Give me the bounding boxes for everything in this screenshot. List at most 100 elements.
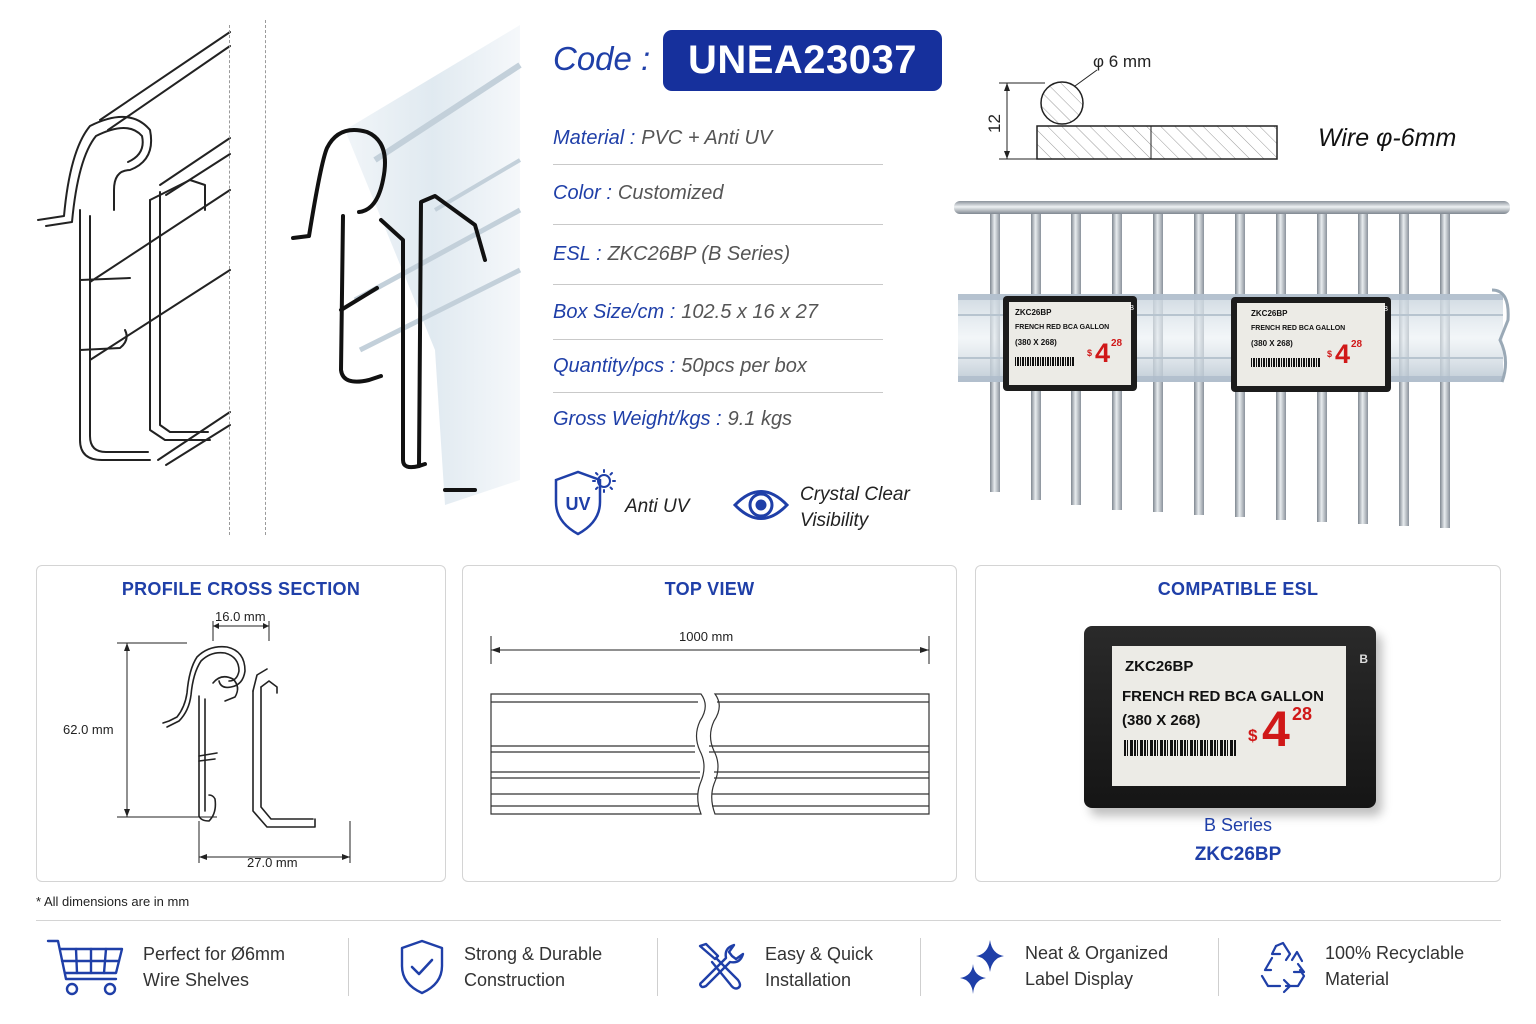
spec-divider xyxy=(553,392,883,393)
esl-product: FRENCH RED BCA GALLON xyxy=(1251,325,1346,332)
spec-value: 50pcs per box xyxy=(681,355,807,377)
spec-key: Material : xyxy=(553,127,636,149)
profile-axis-line xyxy=(265,20,266,535)
esl-model: ZKC26BP xyxy=(1125,658,1194,675)
spec-key: Box Size/cm : xyxy=(553,301,676,323)
esl-series: B xyxy=(1359,652,1368,666)
length-label: 1000 mm xyxy=(679,629,734,644)
top-view-panel: TOP VIEW 1000 mm xyxy=(462,565,957,882)
benefit-line1: Neat & Organized xyxy=(1025,943,1169,963)
spec-value: 102.5 x 16 x 27 xyxy=(681,301,819,323)
feature-clear-line1: Crystal Clear xyxy=(800,484,910,505)
esl-screen: ZKC26BP B FRENCH RED BCA GALLON (380 X 2… xyxy=(1112,646,1368,786)
uv-shield-icon: UV xyxy=(554,469,616,536)
spec-key: ESL : xyxy=(553,243,602,265)
benefit-line2: Wire Shelves xyxy=(143,970,250,990)
spec-divider xyxy=(553,284,883,285)
spec-divider xyxy=(553,164,883,165)
wire-diameter-label: φ 6 mm xyxy=(1093,52,1152,71)
benefit-label-display: Neat & Organized Label Display xyxy=(1025,940,1168,992)
feature-anti-uv-label: Anti UV xyxy=(625,496,690,517)
feature-clear-line2: Visibility xyxy=(800,510,869,531)
benefit-installation: Easy & Quick Installation xyxy=(765,941,873,993)
divider xyxy=(36,920,1501,921)
profile-cross-section-panel: PROFILE CROSS SECTION 16.0 xyxy=(36,565,446,882)
panel-title: TOP VIEW xyxy=(664,579,755,599)
esl-size: (380 X 268) xyxy=(1122,712,1201,729)
spec-gross-weight: Gross Weight/kgs :9.1 kgs xyxy=(553,408,883,431)
width-top-label: 16.0 mm xyxy=(215,609,266,624)
benefit-separator xyxy=(1218,938,1219,996)
esl-device: ZKC26BP B FRENCH RED BCA GALLON (380 X 2… xyxy=(1084,626,1376,808)
esl-price-dec: 28 xyxy=(1111,338,1123,349)
barcode-icon xyxy=(1015,357,1075,366)
barcode-icon xyxy=(1251,358,1321,367)
esl-currency: $ xyxy=(1087,348,1093,358)
benefit-line1: Easy & Quick xyxy=(765,944,874,964)
benefit-line1: 100% Recyclable xyxy=(1325,943,1465,963)
esl-currency: $ xyxy=(1327,349,1333,359)
spec-divider xyxy=(553,339,883,340)
spec-color: Color :Customized xyxy=(553,182,883,205)
barcode-icon xyxy=(1124,740,1236,756)
height-label: 62.0 mm xyxy=(63,722,114,737)
benefit-durable: Strong & Durable Construction xyxy=(464,941,602,993)
spec-divider xyxy=(553,224,883,225)
esl-price-int: 4 xyxy=(1262,701,1290,757)
profile-line-drawing xyxy=(37,31,231,466)
spec-esl: ESL :ZKC26BP (B Series) xyxy=(553,243,883,266)
benefit-recyclable: 100% Recyclable Material xyxy=(1325,940,1464,992)
esl-model: ZKC26BP xyxy=(1251,309,1288,318)
shopping-cart-icon xyxy=(46,939,124,996)
benefit-line1: Perfect for Ø6mm xyxy=(143,944,286,964)
esl-price-dec: 28 xyxy=(1292,704,1313,724)
shield-check-icon xyxy=(400,939,444,995)
profile-axis-line xyxy=(229,25,230,535)
benefit-wire-shelves: Perfect for Ø6mm Wire Shelves xyxy=(143,941,285,993)
esl-series: B xyxy=(1129,305,1134,312)
code-label: Code : xyxy=(553,40,651,77)
benefit-separator xyxy=(657,938,658,996)
esl-size: (380 X 268) xyxy=(1015,338,1057,347)
sparkle-icon xyxy=(960,940,1004,994)
panel-title: PROFILE CROSS SECTION xyxy=(121,579,361,599)
eye-icon xyxy=(733,490,789,520)
top-view-drawing xyxy=(490,636,930,815)
product-code-badge: UNEA23037 xyxy=(663,30,942,91)
cross-section-drawing xyxy=(117,621,351,863)
esl-screen: ZKC26BP B FRENCH RED BCA GALLON (380 X 2… xyxy=(1009,302,1134,385)
wire-dimension-diagram xyxy=(999,69,1278,160)
esl-series: B xyxy=(1383,306,1388,313)
esl-size: (380 X 268) xyxy=(1251,339,1293,348)
esl-price-dec: 28 xyxy=(1351,339,1363,350)
esl-series-label: B Series xyxy=(1203,815,1273,835)
wire-height-label: 12 xyxy=(985,114,1004,133)
clear-extrusion-render xyxy=(291,25,522,505)
width-bottom-label: 27.0 mm xyxy=(247,855,298,870)
benefit-separator xyxy=(920,938,921,996)
spec-key: Color : xyxy=(553,182,612,204)
benefit-line2: Material xyxy=(1325,969,1390,989)
spec-quantity: Quantity/pcs :50pcs per box xyxy=(553,355,883,378)
esl-currency: $ xyxy=(1248,726,1258,745)
esl-screen: ZKC26BP B FRENCH RED BCA GALLON (380 X 2… xyxy=(1237,303,1388,386)
panel-title: COMPATIBLE ESL xyxy=(1157,579,1319,599)
compatible-esl-panel: COMPATIBLE ESL ZKC26BP B FRENCH RED BCA … xyxy=(975,565,1501,882)
benefit-separator xyxy=(348,938,349,996)
esl-model-label: ZKC26BP xyxy=(1194,844,1282,865)
spec-key: Quantity/pcs : xyxy=(553,355,676,377)
feature-clear-label: Crystal Clear Visibility xyxy=(800,482,910,534)
benefit-line2: Label Display xyxy=(1025,969,1134,989)
benefit-line1: Strong & Durable xyxy=(464,944,603,964)
shelf-esl-label: ZKC26BP B FRENCH RED BCA GALLON (380 X 2… xyxy=(1003,296,1137,391)
recycle-icon xyxy=(1260,941,1306,994)
esl-product: FRENCH RED BCA GALLON xyxy=(1015,324,1110,331)
dimensions-footnote: * All dimensions are in mm xyxy=(36,894,190,909)
spec-key: Gross Weight/kgs : xyxy=(553,408,722,430)
esl-product: FRENCH RED BCA GALLON xyxy=(1122,688,1324,705)
wire-size-label: Wire φ-6mm xyxy=(1318,124,1457,152)
spec-value: 9.1 kgs xyxy=(727,408,793,430)
benefit-line2: Installation xyxy=(765,970,852,990)
spec-value: PVC + Anti UV xyxy=(641,127,773,149)
benefit-line2: Construction xyxy=(464,970,566,990)
